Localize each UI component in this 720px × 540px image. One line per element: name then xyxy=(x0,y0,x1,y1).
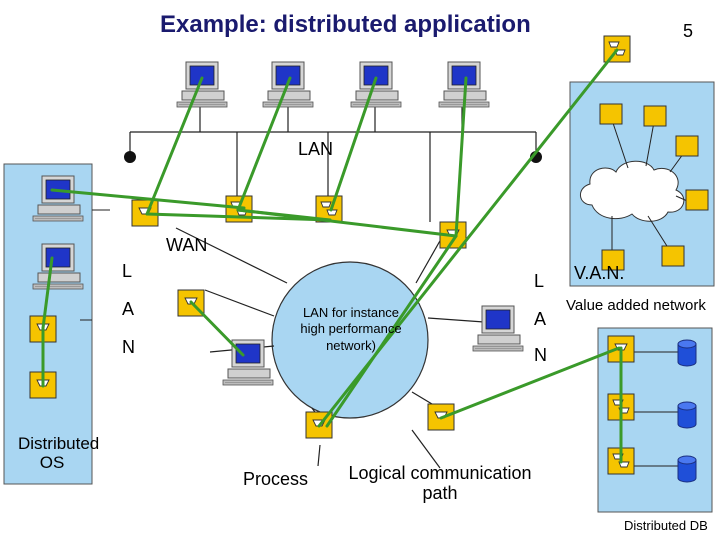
process-label: Process xyxy=(243,469,309,489)
left-lan-letter-n: N xyxy=(122,337,135,357)
right-lan-letter-a: A xyxy=(534,309,547,329)
workstation-icon xyxy=(350,61,402,108)
workstation-icon xyxy=(176,61,228,108)
wan-label: WAN xyxy=(166,235,208,255)
center-lan-circle xyxy=(271,261,429,419)
lan-label: LAN xyxy=(298,139,334,159)
distributed-os-label: Distributed OS xyxy=(18,434,100,472)
page-number: 5 xyxy=(683,21,694,41)
database-icon xyxy=(677,401,697,429)
center-lan-label: LAN for instance high performance networ… xyxy=(300,305,402,353)
lan-bus xyxy=(129,104,537,222)
workstation-icon xyxy=(472,305,524,352)
distributed-db-label: Distributed DB xyxy=(624,518,708,533)
van-label: V.A.N. xyxy=(574,263,625,283)
left-lan-letter-l: L xyxy=(122,261,133,281)
van-nodes xyxy=(599,103,709,271)
database-icon xyxy=(677,455,697,483)
bus-terminator-icon xyxy=(124,151,136,163)
left-lan-wires xyxy=(80,209,110,321)
left-lan-letter-a: A xyxy=(122,299,135,319)
right-lan-letter-n: N xyxy=(534,345,547,365)
right-lan-letter-l: L xyxy=(534,271,545,291)
logical-path-label: Logical communication path xyxy=(348,463,532,503)
logical-communication-paths xyxy=(41,48,623,464)
database-icon xyxy=(677,339,697,367)
page-title: Example: distributed application xyxy=(160,11,531,38)
van-description: Value added network xyxy=(566,297,706,314)
cloud-icon xyxy=(580,160,685,222)
